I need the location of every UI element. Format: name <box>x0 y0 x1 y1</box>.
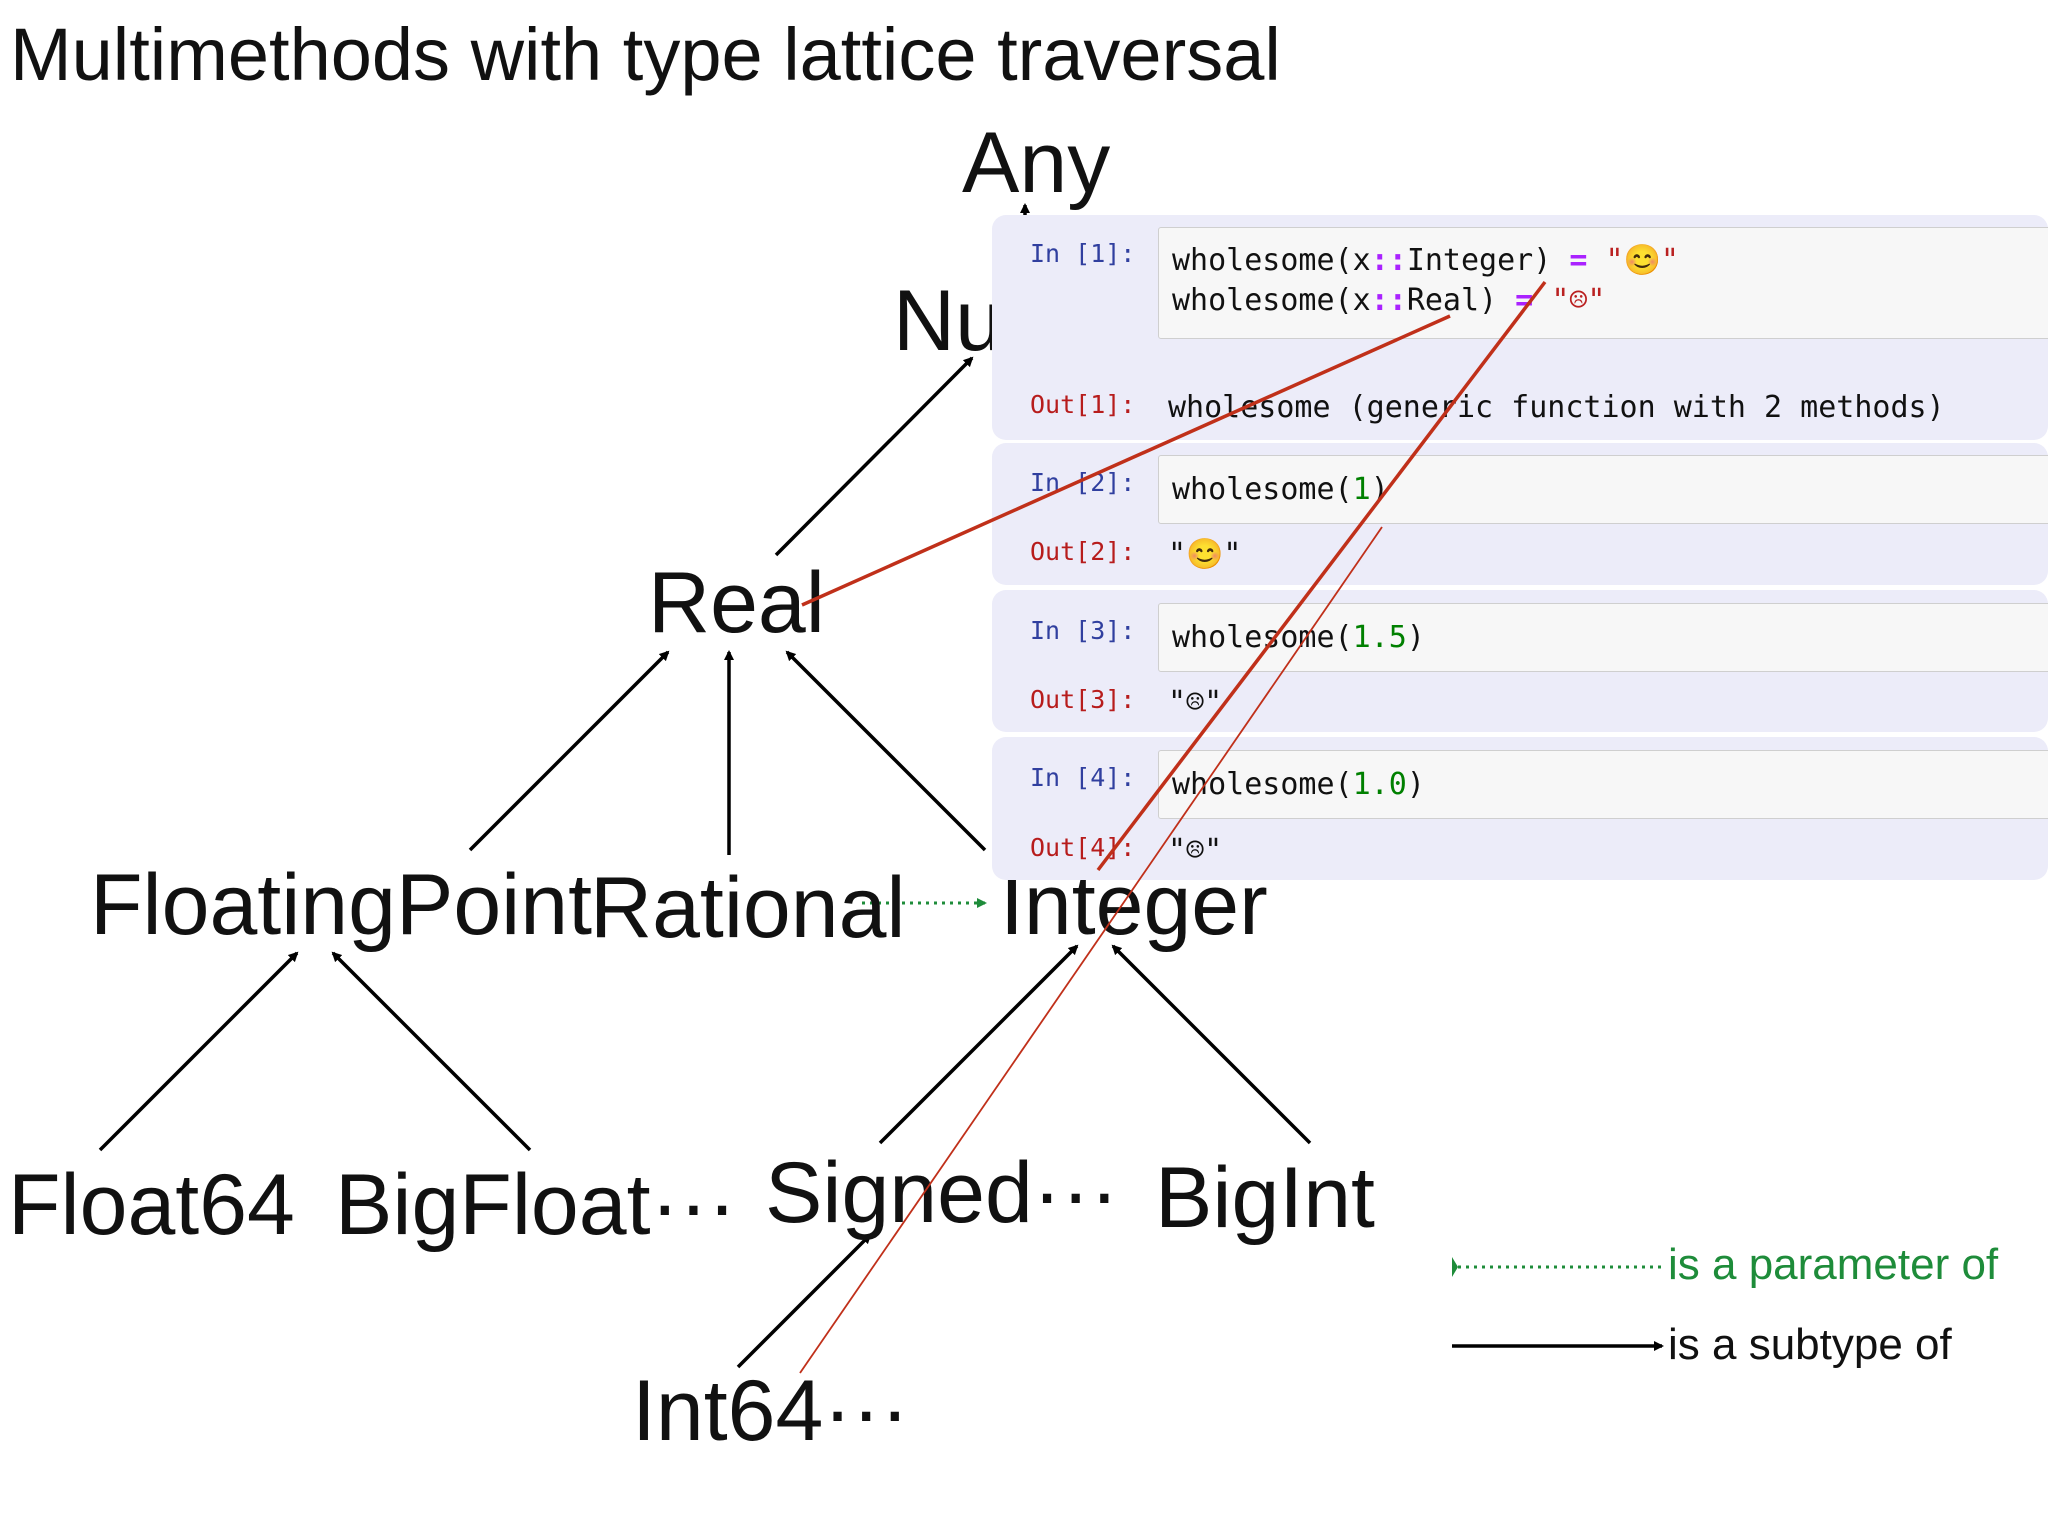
slide-title: Multimethods with type lattice traversal <box>10 13 1281 96</box>
node-floatingpoint: FloatingPoint <box>90 857 592 953</box>
edge-signed-integer <box>878 944 1079 1145</box>
node-rational: Rational <box>590 860 906 956</box>
notebook-panel: In [1]: wholesome(x::Integer) = "😊" whol… <box>992 215 2048 880</box>
node-bigfloat: BigFloat··· <box>335 1157 737 1253</box>
node-any: Any <box>962 115 1111 211</box>
edge-integer-real <box>785 650 987 852</box>
edge-bigfloat-floatingpoint <box>331 951 532 1152</box>
cell-4-in-prompt: In [4]: <box>1030 763 1136 792</box>
node-int64: Int64··· <box>632 1363 910 1459</box>
node-signed: Signed··· <box>765 1145 1119 1241</box>
edge-int64-signed <box>736 1233 872 1369</box>
cell-1-in-prompt: In [1]: <box>1030 239 1136 268</box>
cell-1-output: wholesome (generic function with 2 metho… <box>1168 390 1945 425</box>
cell-1-code-line-1: wholesome(x::Integer) = "😊" <box>1172 243 1679 278</box>
cell-4-output: "☹" <box>1168 833 1223 868</box>
node-float64: Float64 <box>8 1157 295 1253</box>
edge-float64-floatingpoint <box>98 951 299 1152</box>
node-real: Real <box>648 555 825 651</box>
cell-2-out-prompt: Out[2]: <box>1030 537 1136 566</box>
cell-3-code: wholesome(1.5) <box>1172 620 1425 655</box>
cell-4-code: wholesome(1.0) <box>1172 767 1425 802</box>
node-bigint: BigInt <box>1155 1150 1375 1246</box>
edge-floatingpoint-real <box>468 650 670 852</box>
edge-real-number <box>774 356 974 557</box>
cell-2-code: wholesome(1) <box>1172 472 1389 507</box>
cell-3-output: "☹" <box>1168 685 1223 720</box>
cell-1-code-line-2: wholesome(x::Real) = "☹" <box>1172 283 1606 318</box>
edge-bigint-integer <box>1111 944 1312 1145</box>
cell-3-out-prompt: Out[3]: <box>1030 685 1136 714</box>
cell-2-output: "😊" <box>1168 537 1242 572</box>
cell-1-out-prompt: Out[1]: <box>1030 390 1136 419</box>
cell-4-out-prompt: Out[4]: <box>1030 833 1136 862</box>
legend-parameter-label: is a parameter of <box>1668 1240 1999 1289</box>
legend-subtype-label: is a subtype of <box>1668 1320 1952 1369</box>
cell-2-in-prompt: In [2]: <box>1030 468 1136 497</box>
cell-3-in-prompt: In [3]: <box>1030 616 1136 645</box>
